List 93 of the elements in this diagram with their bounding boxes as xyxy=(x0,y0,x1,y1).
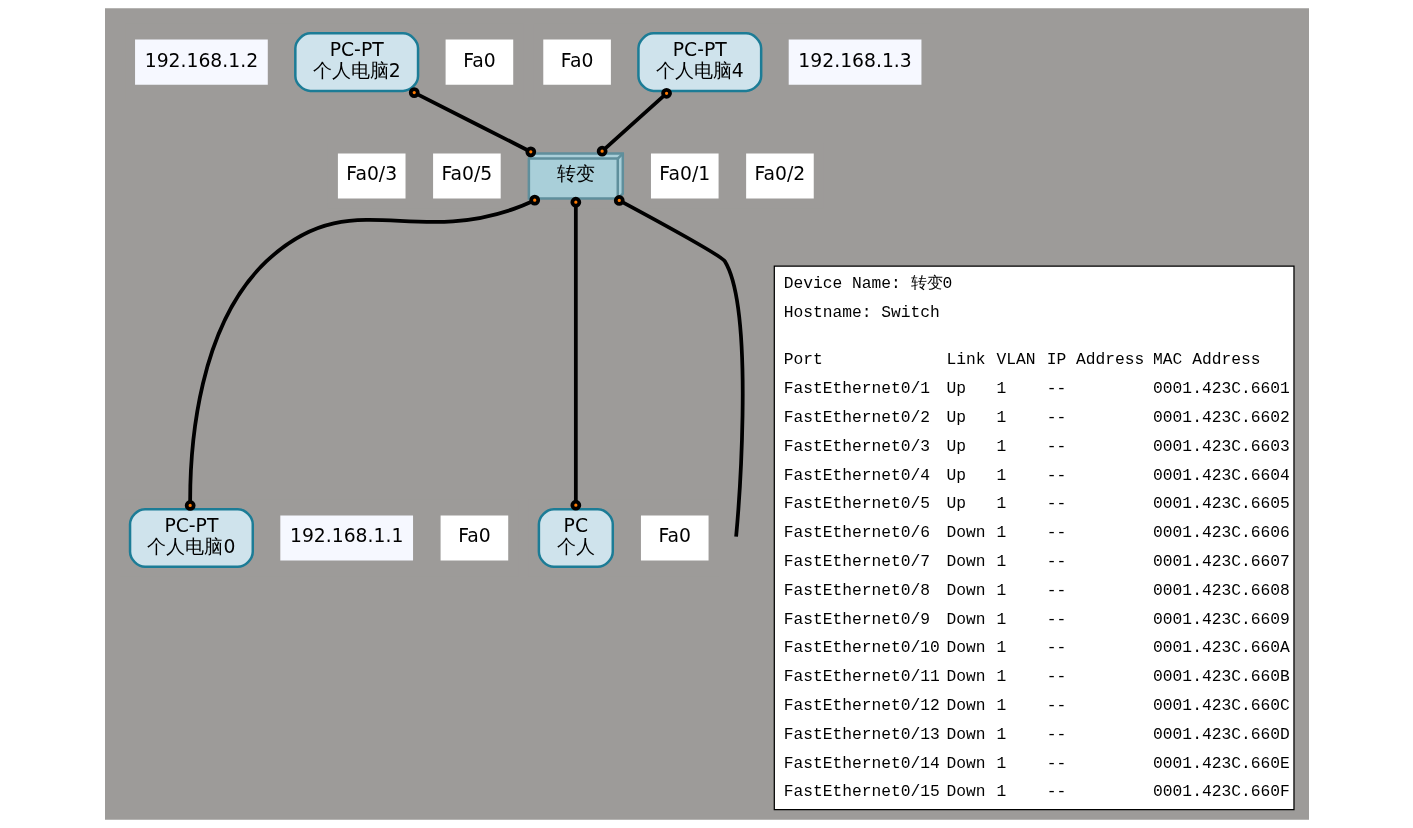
label: 0001.423C.660F xyxy=(1152,782,1290,802)
label: -- xyxy=(1046,408,1066,428)
label: FastEthernet0/6 xyxy=(783,523,930,543)
label: 0001.423C.6603 xyxy=(1152,436,1290,456)
label: 1 xyxy=(996,753,1006,773)
label: 1 xyxy=(996,638,1006,658)
label: Fa0/5 xyxy=(441,163,492,185)
label: Down xyxy=(945,580,986,600)
label: Fa0/3 xyxy=(345,163,397,185)
label: -- xyxy=(1046,724,1066,744)
label: 1 xyxy=(996,436,1006,456)
label: 1 xyxy=(996,379,1006,399)
label: 0001.423C.6608 xyxy=(1152,580,1290,600)
label: FastEthernet0/8 xyxy=(783,580,930,600)
label: Down xyxy=(945,724,986,744)
label: FastEthernet0/11 xyxy=(783,667,940,687)
label: -- xyxy=(1046,465,1066,485)
label: 0001.423C.6606 xyxy=(1152,523,1290,543)
label: 1 xyxy=(996,408,1006,428)
label: 0001.423C.6604 xyxy=(1152,465,1290,485)
label: FastEthernet0/5 xyxy=(783,494,930,514)
label: Device Name: 转变0 xyxy=(783,274,952,294)
node-label: 192.168.1.1 xyxy=(289,525,403,547)
label: -- xyxy=(1046,523,1066,543)
label: 1 xyxy=(996,552,1006,572)
label: -- xyxy=(1046,782,1066,802)
label: 1 xyxy=(996,782,1006,802)
label: 0001.423C.6609 xyxy=(1152,609,1290,629)
label: Up xyxy=(945,436,966,456)
label: -- xyxy=(1046,667,1066,687)
label: 0001.423C.6601 xyxy=(1152,379,1290,399)
label: Down xyxy=(945,609,986,629)
label: FastEthernet0/7 xyxy=(783,552,930,572)
label: 0001.423C.660B xyxy=(1152,667,1290,687)
label: 1 xyxy=(996,494,1006,514)
label: 1 xyxy=(996,667,1006,687)
label: 0001.423C.660D xyxy=(1152,724,1290,744)
label: -- xyxy=(1046,753,1066,773)
label: Down xyxy=(945,667,986,687)
label: Fa0 xyxy=(462,49,496,71)
label: Down xyxy=(945,782,986,802)
label: FastEthernet0/14 xyxy=(783,753,940,773)
label: Fa0/2 xyxy=(754,163,805,185)
label: FastEthernet0/1 xyxy=(783,379,930,399)
label: IP Address xyxy=(1046,350,1144,370)
label: Up xyxy=(945,494,966,514)
node-label: 192.168.1.2 xyxy=(144,49,258,71)
label: -- xyxy=(1046,379,1066,399)
label: 0001.423C.6607 xyxy=(1152,552,1290,572)
label: -- xyxy=(1046,609,1066,629)
label: FastEthernet0/2 xyxy=(783,408,930,428)
label: Fa0 xyxy=(560,49,593,71)
label: Hostname: Switch xyxy=(783,302,940,322)
label: 1 xyxy=(996,465,1006,485)
label: Down xyxy=(945,552,986,572)
node-label: 192.168.1.3 xyxy=(797,49,912,71)
label: Down xyxy=(945,638,986,658)
label: Up xyxy=(945,408,966,428)
label: Port xyxy=(783,350,823,370)
label: -- xyxy=(1046,436,1066,456)
label: 0001.423C.6602 xyxy=(1152,408,1290,428)
label: Link xyxy=(945,350,986,370)
label: Down xyxy=(945,753,986,773)
label: 1 xyxy=(996,696,1006,716)
label: FastEthernet0/15 xyxy=(783,782,940,802)
label: FastEthernet0/12 xyxy=(783,696,940,716)
label: FastEthernet0/4 xyxy=(783,465,930,485)
label: FastEthernet0/9 xyxy=(783,609,930,629)
label: FastEthernet0/10 xyxy=(783,638,940,658)
label: Up xyxy=(945,465,966,485)
label: 0001.423C.660A xyxy=(1152,638,1290,658)
label: Up xyxy=(945,379,966,399)
label: -- xyxy=(1046,552,1066,572)
label: -- xyxy=(1046,494,1066,514)
label: 1 xyxy=(996,724,1006,744)
label: MAC Address xyxy=(1152,350,1260,370)
label: 1 xyxy=(996,523,1006,543)
label: -- xyxy=(1046,696,1066,716)
label: 0001.423C.6605 xyxy=(1152,494,1290,514)
label: -- xyxy=(1046,580,1066,600)
label: Down xyxy=(945,696,986,716)
label: Down xyxy=(945,523,986,543)
label: Fa0 xyxy=(457,525,491,547)
label: Fa0 xyxy=(658,525,691,547)
label: 0001.423C.660C xyxy=(1152,696,1290,716)
label: -- xyxy=(1046,638,1066,658)
label: 1 xyxy=(996,609,1006,629)
label: Fa0/1 xyxy=(658,163,710,185)
label: FastEthernet0/13 xyxy=(783,724,940,744)
label: 1 xyxy=(996,580,1006,600)
label: FastEthernet0/3 xyxy=(783,436,930,456)
label: 0001.423C.660E xyxy=(1152,753,1290,773)
label: VLAN xyxy=(996,350,1036,370)
